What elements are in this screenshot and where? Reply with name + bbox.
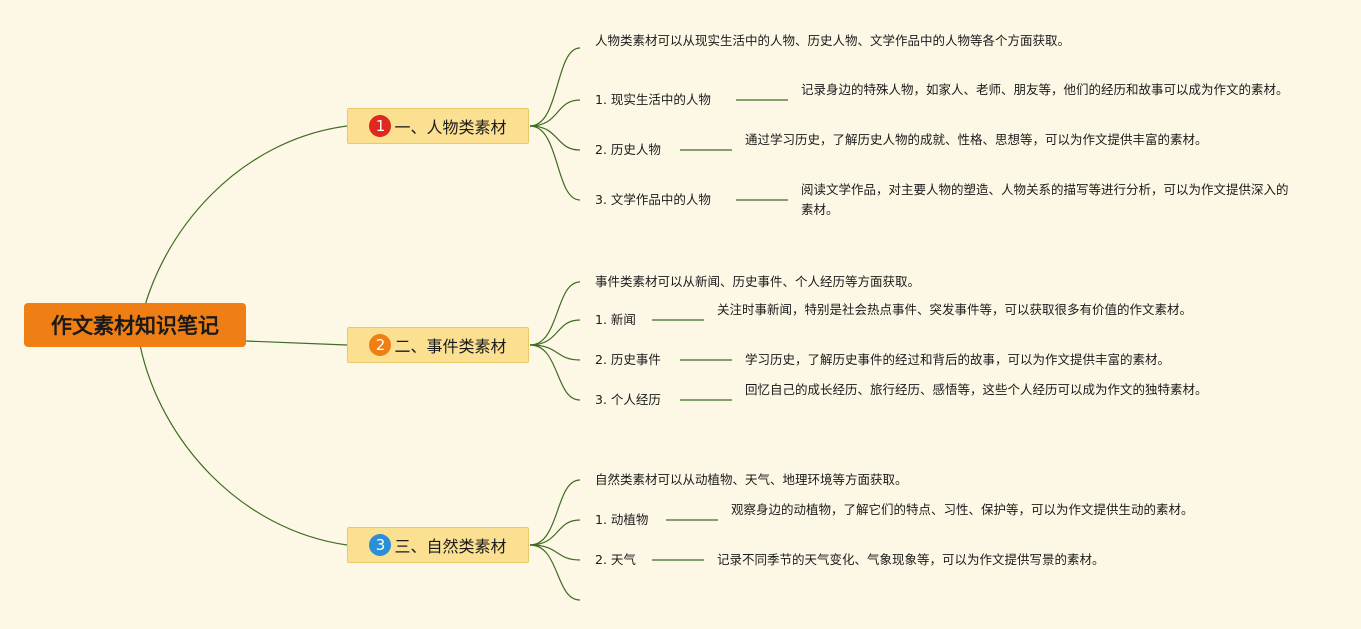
connector-b3-extra	[529, 544, 581, 601]
branch-2-intro[interactable]: 事件类素材可以从新闻、历史事件、个人经历等方面获取。	[595, 274, 921, 289]
connector-b2-item3	[529, 344, 581, 401]
connector-b1-intro	[529, 47, 581, 127]
connector-root-branch-3	[139, 344, 348, 546]
connector-b2-item1	[529, 319, 581, 346]
connector-b3-item1	[529, 519, 581, 546]
connector-root-branch-1	[139, 125, 348, 326]
connector-b3-item2	[529, 544, 581, 561]
branch-1-intro[interactable]: 人物类素材可以从现实生活中的人物、历史人物、文学作品中的人物等各个方面获取。	[595, 33, 1071, 48]
connector-root-branch-2	[245, 340, 348, 346]
branch-2-item-1-desc[interactable]: 关注时事新闻，特别是社会热点事件、突发事件等，可以获取很多有价值的作文素材。	[717, 302, 1193, 317]
branch-1-item-2-desc[interactable]: 通过学习历史，了解历史人物的成就、性格、思想等，可以为作文提供丰富的素材。	[745, 132, 1208, 147]
connector-b1-item1	[529, 99, 581, 127]
branch-2-item-3[interactable]: 3. 个人经历	[595, 392, 661, 407]
branch-3-item-2[interactable]: 2. 天气	[595, 552, 636, 567]
branch-2-item-2-desc[interactable]: 学习历史，了解历史事件的经过和背后的故事，可以为作文提供丰富的素材。	[745, 352, 1171, 367]
branch-2-item-1[interactable]: 1. 新闻	[595, 312, 636, 327]
badge-3-icon: 3	[369, 534, 392, 556]
connector-b1-item2	[529, 125, 581, 151]
branch-3-topic[interactable]: 3 三、自然类素材	[347, 527, 529, 563]
branch-1-label: 一、人物类素材	[394, 118, 507, 137]
branch-2-item-3-desc[interactable]: 回忆自己的成长经历、旅行经历、感悟等，这些个人经历可以成为作文的独特素材。	[745, 382, 1208, 397]
branch-3-intro[interactable]: 自然类素材可以从动植物、天气、地理环境等方面获取。	[595, 472, 908, 487]
branch-3-item-2-desc[interactable]: 记录不同季节的天气变化、气象现象等，可以为作文提供写景的素材。	[717, 552, 1105, 567]
branch-2-label: 二、事件类素材	[394, 337, 507, 356]
connector-b3-intro	[529, 479, 581, 546]
branch-3-label: 三、自然类素材	[394, 537, 507, 556]
connector-b2-intro	[529, 281, 581, 346]
badge-1-icon: 1	[369, 115, 392, 137]
branch-3-item-1-desc[interactable]: 观察身边的动植物，了解它们的特点、习性、保护等，可以为作文提供生动的素材。	[731, 502, 1194, 517]
branch-1-item-1-desc[interactable]: 记录身边的特殊人物，如家人、老师、朋友等，他们的经历和故事可以成为作文的素材。	[801, 82, 1289, 97]
branch-2-topic[interactable]: 2 二、事件类素材	[347, 327, 529, 363]
branch-1-item-2[interactable]: 2. 历史人物	[595, 142, 661, 157]
root-topic[interactable]: 作文素材知识笔记	[24, 303, 246, 347]
branch-1-item-1[interactable]: 1. 现实生活中的人物	[595, 92, 711, 107]
branch-1-topic[interactable]: 1 一、人物类素材	[347, 108, 529, 144]
root-topic-label: 作文素材知识笔记	[51, 314, 219, 338]
badge-2-icon: 2	[369, 334, 392, 356]
branch-1-item-3[interactable]: 3. 文学作品中的人物	[595, 192, 711, 207]
connector-b2-item2	[529, 344, 581, 361]
branch-1-item-3-desc[interactable]: 阅读文学作品，对主要人物的塑造、人物关系的描写等进行分析，可以为作文提供深入的素…	[801, 182, 1289, 217]
connector-b1-item3	[529, 125, 581, 201]
branch-3-item-1[interactable]: 1. 动植物	[595, 512, 649, 527]
branch-2-item-2[interactable]: 2. 历史事件	[595, 352, 661, 367]
